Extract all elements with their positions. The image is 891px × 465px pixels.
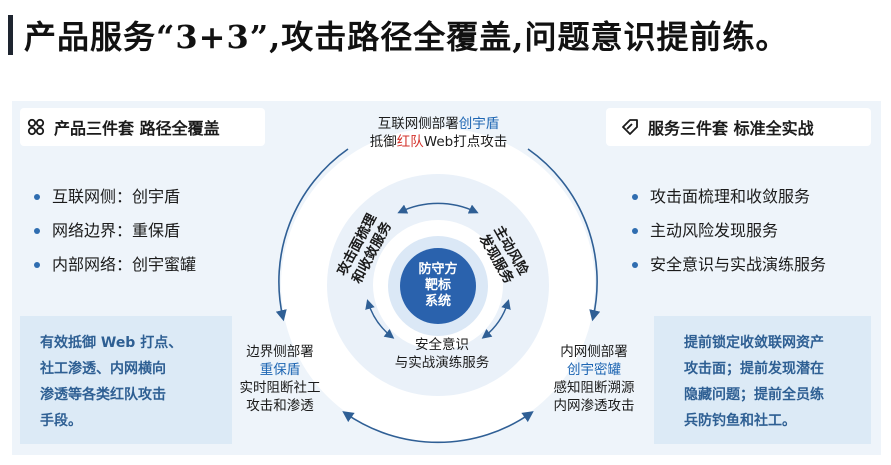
grid-icon — [27, 118, 45, 136]
page-title: 产品服务“3+3”,攻击路径全覆盖,问题意识提前练。 — [8, 10, 788, 60]
list-item: 安全意识与实战演练服务 — [632, 248, 826, 282]
boundary-deployment-label: 边界侧部署 重保盾 实时阻断社工 攻击和渗透 — [239, 344, 321, 414]
outer-arc-left — [275, 148, 349, 322]
service-suite-header: 服务三件套 标准全实战 — [606, 108, 871, 146]
outer-arc-right — [527, 148, 601, 322]
outer-arc-bottom — [342, 411, 534, 444]
title-accent-bar — [8, 15, 13, 55]
list-item: 互联网侧：创宇盾 — [34, 180, 196, 214]
list-item: 网络边界：重保盾 — [34, 214, 196, 248]
product-list: 互联网侧：创宇盾 网络边界：重保盾 内部网络：创宇蜜罐 — [34, 180, 196, 282]
list-item: 攻击面梳理和收敛服务 — [632, 180, 826, 214]
intranet-deployment-label: 内网侧部署 创宇密罐 感知阻断溯源 内网渗透攻击 — [553, 344, 635, 414]
service-list: 攻击面梳理和收敛服务 主动风险发现服务 安全意识与实战演练服务 — [632, 180, 826, 282]
inner-arc-right — [481, 299, 511, 339]
product-benefit-note: 有效抵御 Web 打点、 社工渗透、内网横向 渗透等各类红队攻击 手段。 — [20, 316, 232, 444]
internet-deployment-label: 互联网侧部署创宇盾 抵御红队Web打点攻击 — [369, 116, 508, 150]
product-suite-header: 产品三件套 路径全覆盖 — [20, 108, 265, 146]
bullet-icon — [34, 228, 40, 234]
bullet-icon — [34, 194, 40, 200]
bullet-icon — [632, 262, 638, 268]
target-system-core: 防守方 靶标 系统 — [400, 248, 476, 324]
bullet-icon — [632, 194, 638, 200]
service-suite-label: 服务三件套 标准全实战 — [648, 119, 814, 138]
bullet-icon — [632, 228, 638, 234]
product-suite-label: 产品三件套 路径全覆盖 — [54, 119, 220, 138]
list-item: 内部网络：创宇蜜罐 — [34, 248, 196, 282]
title-text: 产品服务“3+3”,攻击路径全覆盖,问题意识提前练。 — [24, 18, 789, 56]
middle-band — [327, 174, 549, 396]
bullet-icon — [34, 262, 40, 268]
service-benefit-note: 提前锁定收敛联网资产 攻击面；提前发现潜在 隐藏问题；提前全员练 兵防钓鱼和社工… — [654, 316, 871, 444]
list-item: 主动风险发现服务 — [632, 214, 826, 248]
inner-arc-left — [365, 299, 395, 339]
tag-icon — [622, 119, 638, 135]
inner-arc-top — [397, 202, 479, 214]
awareness-drill-label: 安全意识 与实战演练服务 — [394, 337, 490, 371]
